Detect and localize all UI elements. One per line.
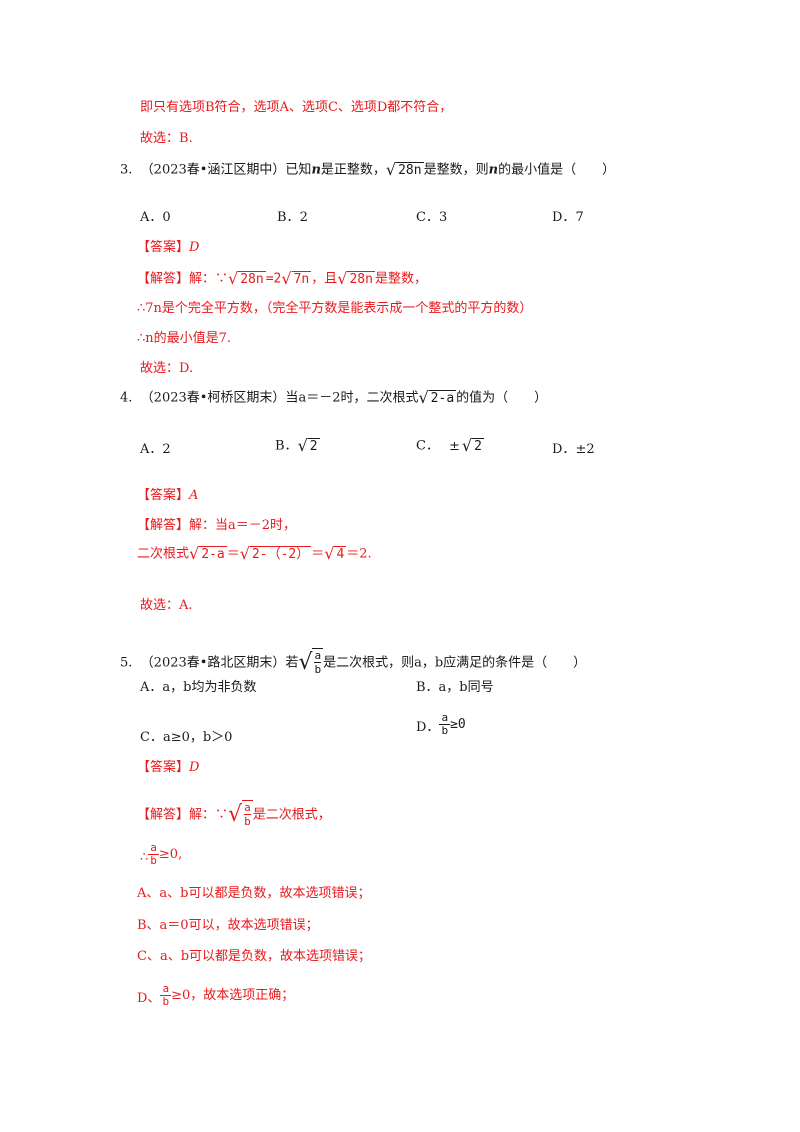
analysis-line-2: 二次根式√2-a＝√2-（-2）＝√4＝2. (137, 544, 372, 563)
option-d[interactable]: D．7 (552, 210, 584, 225)
analysis-line-3: ∴n的最小值是7. (137, 331, 232, 346)
answer-line: 【答案】D (137, 759, 199, 777)
option-a[interactable]: A．2 (140, 442, 171, 457)
analysis-label: 【解答】 (137, 271, 190, 287)
option-c[interactable]: C．±√2 (416, 436, 484, 455)
answer-value: A (189, 488, 199, 503)
answer-label: 【答案】 (137, 760, 190, 775)
option-a[interactable]: A．0 (140, 210, 171, 225)
sqrt-2-minus-a: √2-a (189, 544, 227, 563)
prev-conclusion-line: 即只有选项B符合，选项A、选项C、选项D都不符合， (140, 100, 453, 115)
analysis-option-a: A、a、b可以都是负数，故本选项错误； (137, 886, 371, 901)
question-number: 5. (120, 655, 133, 671)
question-source: （2023春•路北区期末）若 (140, 655, 299, 671)
analysis-choice: 故选：D. (140, 361, 194, 376)
option-b[interactable]: B．a，b同号 (416, 680, 494, 695)
stem-text: 的最小值是（ ） (498, 162, 616, 178)
option-c[interactable]: C．3 (416, 210, 448, 225)
stem-text: 是整数，则 (423, 162, 489, 178)
sqrt-4: √4 (324, 544, 347, 563)
question-source: （2023春•柯桥区期末）当 (140, 390, 299, 406)
answer-value: D (189, 240, 200, 255)
stem-text: 是正整数， (320, 162, 386, 178)
analysis-option-b: B、a＝0可以，故本选项错误； (137, 918, 319, 933)
analysis-option-c: C、a、b可以都是负数，故本选项错误； (137, 949, 372, 964)
sqrt-28n: √28n (228, 269, 266, 288)
variable-n: n (311, 162, 321, 178)
analysis-line-2: ∴7n是个完全平方数，（完全平方数是能表示成一个整式的平方的数） (137, 301, 533, 316)
answer-line: 【答案】A (137, 487, 198, 505)
prev-choice-line: 故选：B. (140, 131, 193, 146)
option-c[interactable]: C．a≥0，b＞0 (140, 730, 233, 745)
variable-n: n (488, 162, 499, 178)
sqrt-7n: √7n (281, 269, 312, 288)
question-number: 3. (120, 162, 133, 178)
analysis-label: 【解答】 (137, 518, 190, 533)
sqrt-28n: √28n (385, 160, 424, 179)
option-d[interactable]: D．±2 (552, 442, 595, 457)
sqrt-28n: √28n (337, 269, 375, 288)
answer-label: 【答案】 (137, 240, 190, 255)
analysis-label: 【解答】 (137, 807, 190, 823)
sqrt-2-minus-neg2: √2-（-2） (239, 544, 312, 563)
sqrt-2-minus-a: √2-a (418, 388, 457, 407)
question-number: 4. (120, 390, 133, 406)
answer-line: 【答案】D (137, 239, 199, 257)
option-a[interactable]: A．a，b均为非负数 (140, 680, 257, 695)
option-b[interactable]: B．√2 (275, 436, 320, 455)
option-b[interactable]: B．2 (277, 210, 308, 225)
answer-value: D (189, 760, 200, 775)
analysis-line-1: 【解答】解：当a＝－2时， (137, 518, 297, 533)
answer-label: 【答案】 (137, 488, 190, 503)
analysis-choice: 故选：A. (140, 598, 193, 613)
question-source: （2023春•涵江区期中）已知 (140, 162, 312, 178)
